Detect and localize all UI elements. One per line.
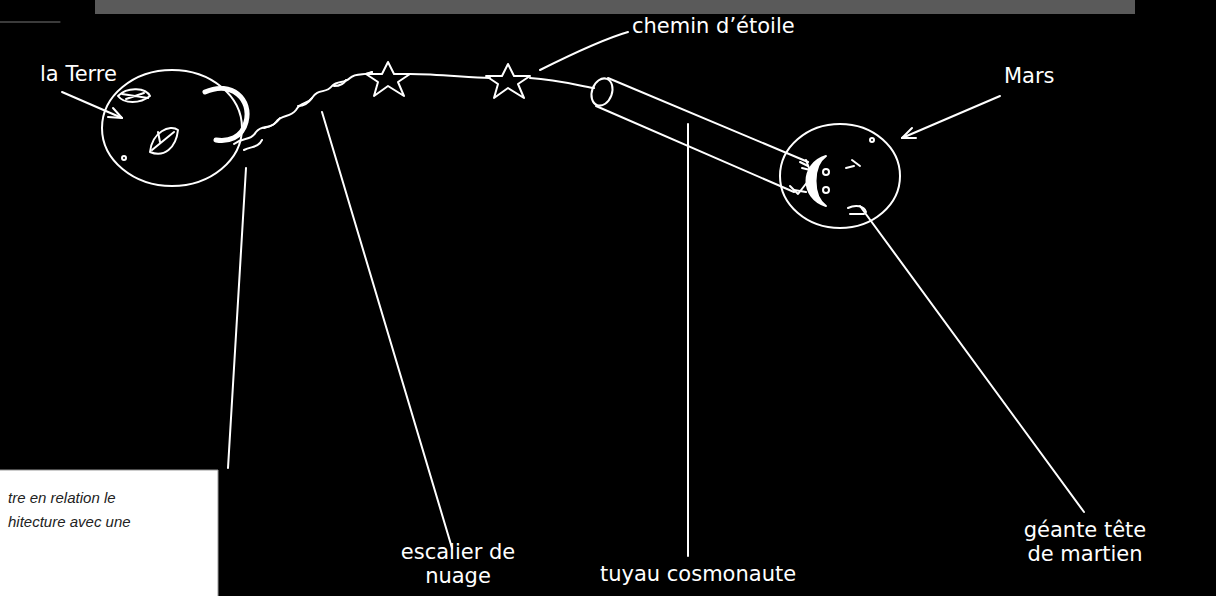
note-text: hitecture avec une bbox=[8, 510, 131, 534]
head-label: géante tête de martien bbox=[1010, 518, 1160, 566]
stair-label: escalier de nuage bbox=[398, 540, 518, 588]
planet-label: Mars bbox=[1004, 64, 1055, 88]
pipe-label: tuyau cosmonaute bbox=[600, 562, 796, 586]
path-label: chemin d’étoile bbox=[632, 14, 795, 38]
note-text: tre en relation le bbox=[8, 486, 116, 510]
planet-label: la Terre bbox=[40, 62, 117, 86]
